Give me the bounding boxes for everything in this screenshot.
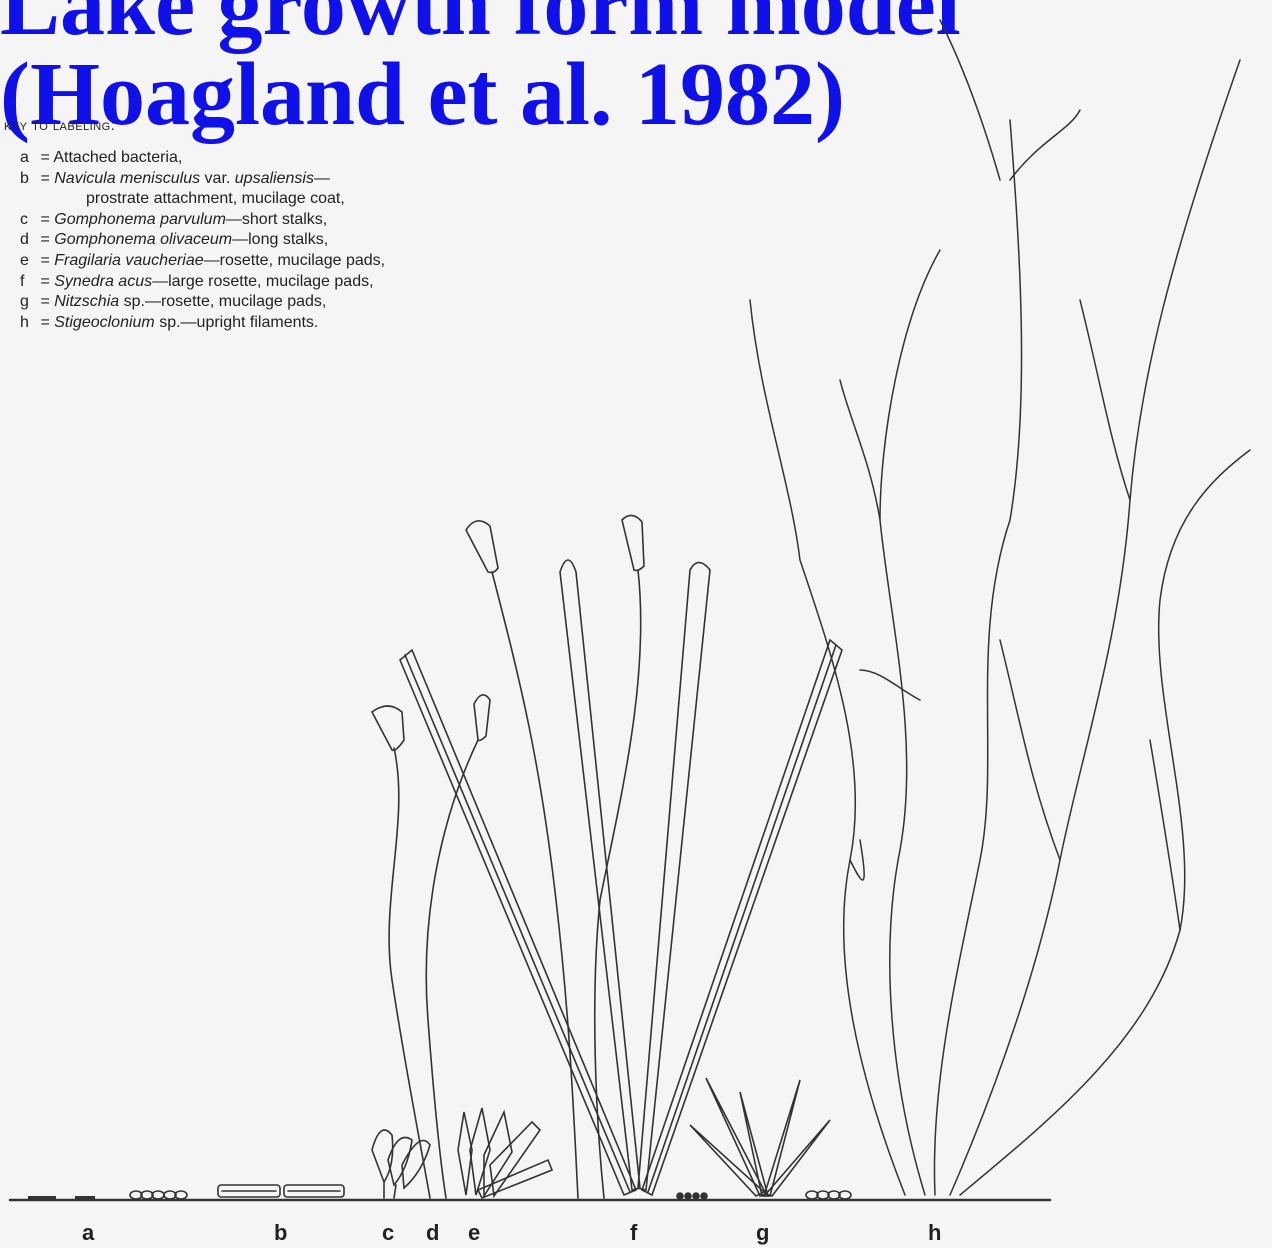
label-e: e	[468, 1220, 480, 1246]
gomphonema-long-group	[372, 515, 644, 1198]
label-g: g	[756, 1220, 769, 1246]
label-c: c	[382, 1220, 394, 1246]
gomphonema-short-group	[372, 1130, 430, 1198]
bacteria-group	[28, 1191, 187, 1200]
navicula-group	[218, 1185, 344, 1197]
synedra-group	[400, 560, 842, 1195]
label-f: f	[630, 1220, 637, 1246]
label-d: d	[426, 1220, 439, 1246]
label-a: a	[82, 1220, 94, 1246]
label-b: b	[274, 1220, 287, 1246]
nitzschia-group	[677, 1078, 851, 1199]
fragilaria-group	[458, 1108, 552, 1198]
label-h: h	[928, 1220, 941, 1246]
stigeoclonium-group	[750, 20, 1250, 1195]
